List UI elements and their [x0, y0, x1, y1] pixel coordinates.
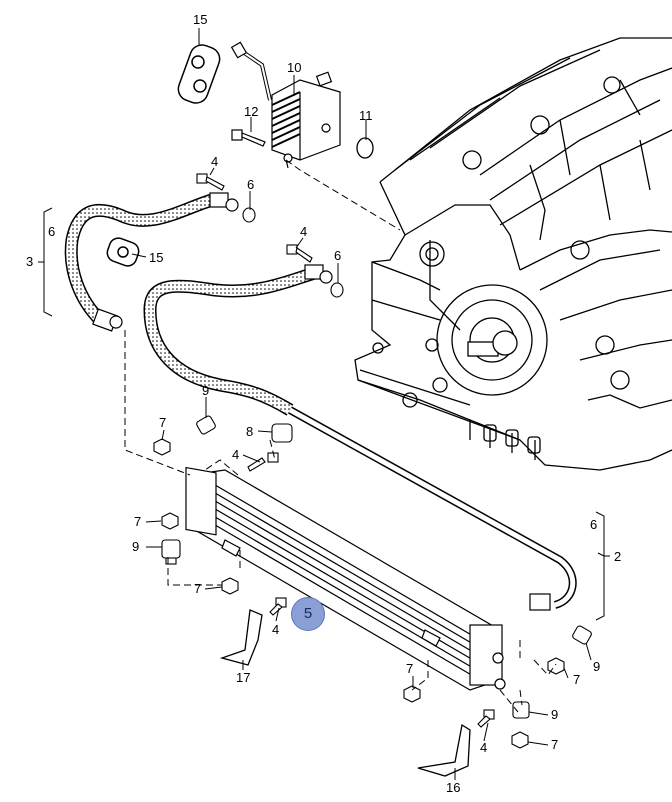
callout-7-f: 7: [551, 737, 558, 752]
callout-4-d: 4: [272, 622, 279, 637]
small-parts: [153, 173, 592, 749]
callout-7-a: 7: [159, 415, 166, 430]
bolt-part-12: [231, 129, 266, 147]
radiator-part-5: [185, 466, 506, 691]
callout-6-a: 6: [247, 177, 254, 192]
callout-7-c: 7: [194, 581, 201, 596]
callout-17: 17: [236, 670, 250, 685]
callout-12: 12: [244, 104, 258, 119]
callout-4-b: 4: [300, 224, 307, 239]
hose-upper: [64, 192, 239, 332]
callout-7-b: 7: [134, 514, 141, 529]
callout-4-e: 4: [480, 740, 487, 755]
callout-15-top: 15: [193, 12, 207, 27]
callout-6-b: 6: [48, 224, 55, 239]
callout-4-a: 4: [211, 154, 218, 169]
callout-2: 2: [614, 549, 621, 564]
callout-6-c: 6: [334, 248, 341, 263]
o-ring-part-11: [356, 137, 374, 159]
callout-4-c: 4: [232, 447, 239, 462]
hose-lower: [143, 264, 577, 611]
callout-15-middle: 15: [149, 250, 163, 265]
oil-cooler-part-10: [230, 41, 341, 169]
callout-10: 10: [287, 60, 301, 75]
highlighted-part-5-badge[interactable]: 5: [291, 597, 325, 631]
callout-9-b: 9: [132, 539, 139, 554]
seal-part-15-top: [177, 44, 221, 104]
leader-lines: [38, 28, 610, 780]
callout-9-c: 9: [593, 659, 600, 674]
callout-16: 16: [446, 780, 460, 795]
reference-lines: [124, 159, 557, 713]
callout-11: 11: [359, 108, 373, 123]
seal-part-15-middle: [106, 237, 140, 267]
callout-8: 8: [246, 424, 253, 439]
callout-9-a: 9: [202, 383, 209, 398]
callout-7-e: 7: [406, 661, 413, 676]
engine-block: [354, 37, 672, 471]
callout-7-d: 7: [573, 672, 580, 687]
callout-9-d: 9: [551, 707, 558, 722]
callout-labels: 15 10 12 11 4 6 6 3 15 4 6 9 7 8 4 7 9 7…: [26, 12, 621, 795]
bracket-part-16: [417, 723, 471, 777]
callout-3: 3: [26, 254, 33, 269]
bracket-part-17: [219, 609, 263, 666]
callout-6-d: 6: [590, 517, 597, 532]
